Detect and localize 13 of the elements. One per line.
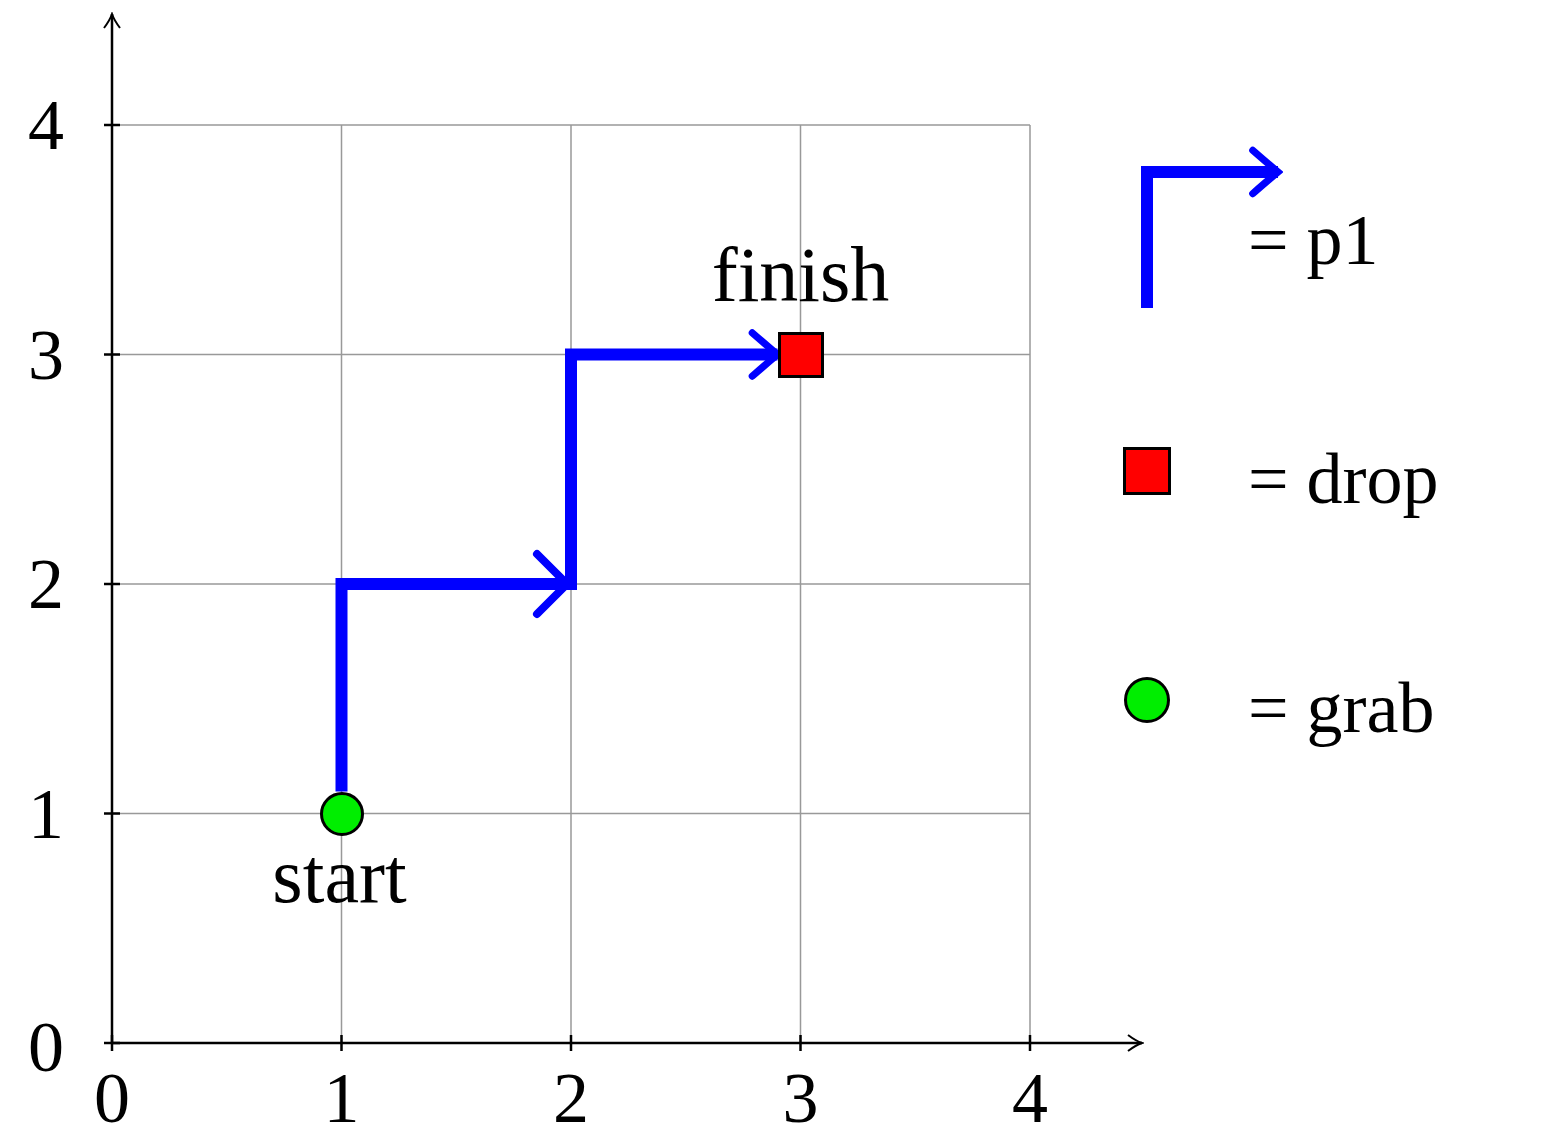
y-tick-label: 0 bbox=[28, 1011, 64, 1083]
y-tick-label: 2 bbox=[28, 548, 64, 620]
finish-point-square bbox=[777, 331, 824, 378]
point-label: finish bbox=[711, 235, 890, 314]
y-tick-label: 1 bbox=[28, 777, 64, 850]
x-tick-label: 2 bbox=[553, 1062, 589, 1133]
x-tick-label: 0 bbox=[94, 1062, 130, 1133]
y-tick-label: 3 bbox=[28, 318, 64, 391]
y-tick-label: 4 bbox=[28, 89, 64, 161]
point-label: start bbox=[272, 836, 407, 915]
x-tick-label: 3 bbox=[782, 1062, 819, 1133]
x-tick-label: 1 bbox=[323, 1062, 360, 1133]
x-tick-label: 4 bbox=[1012, 1062, 1048, 1133]
